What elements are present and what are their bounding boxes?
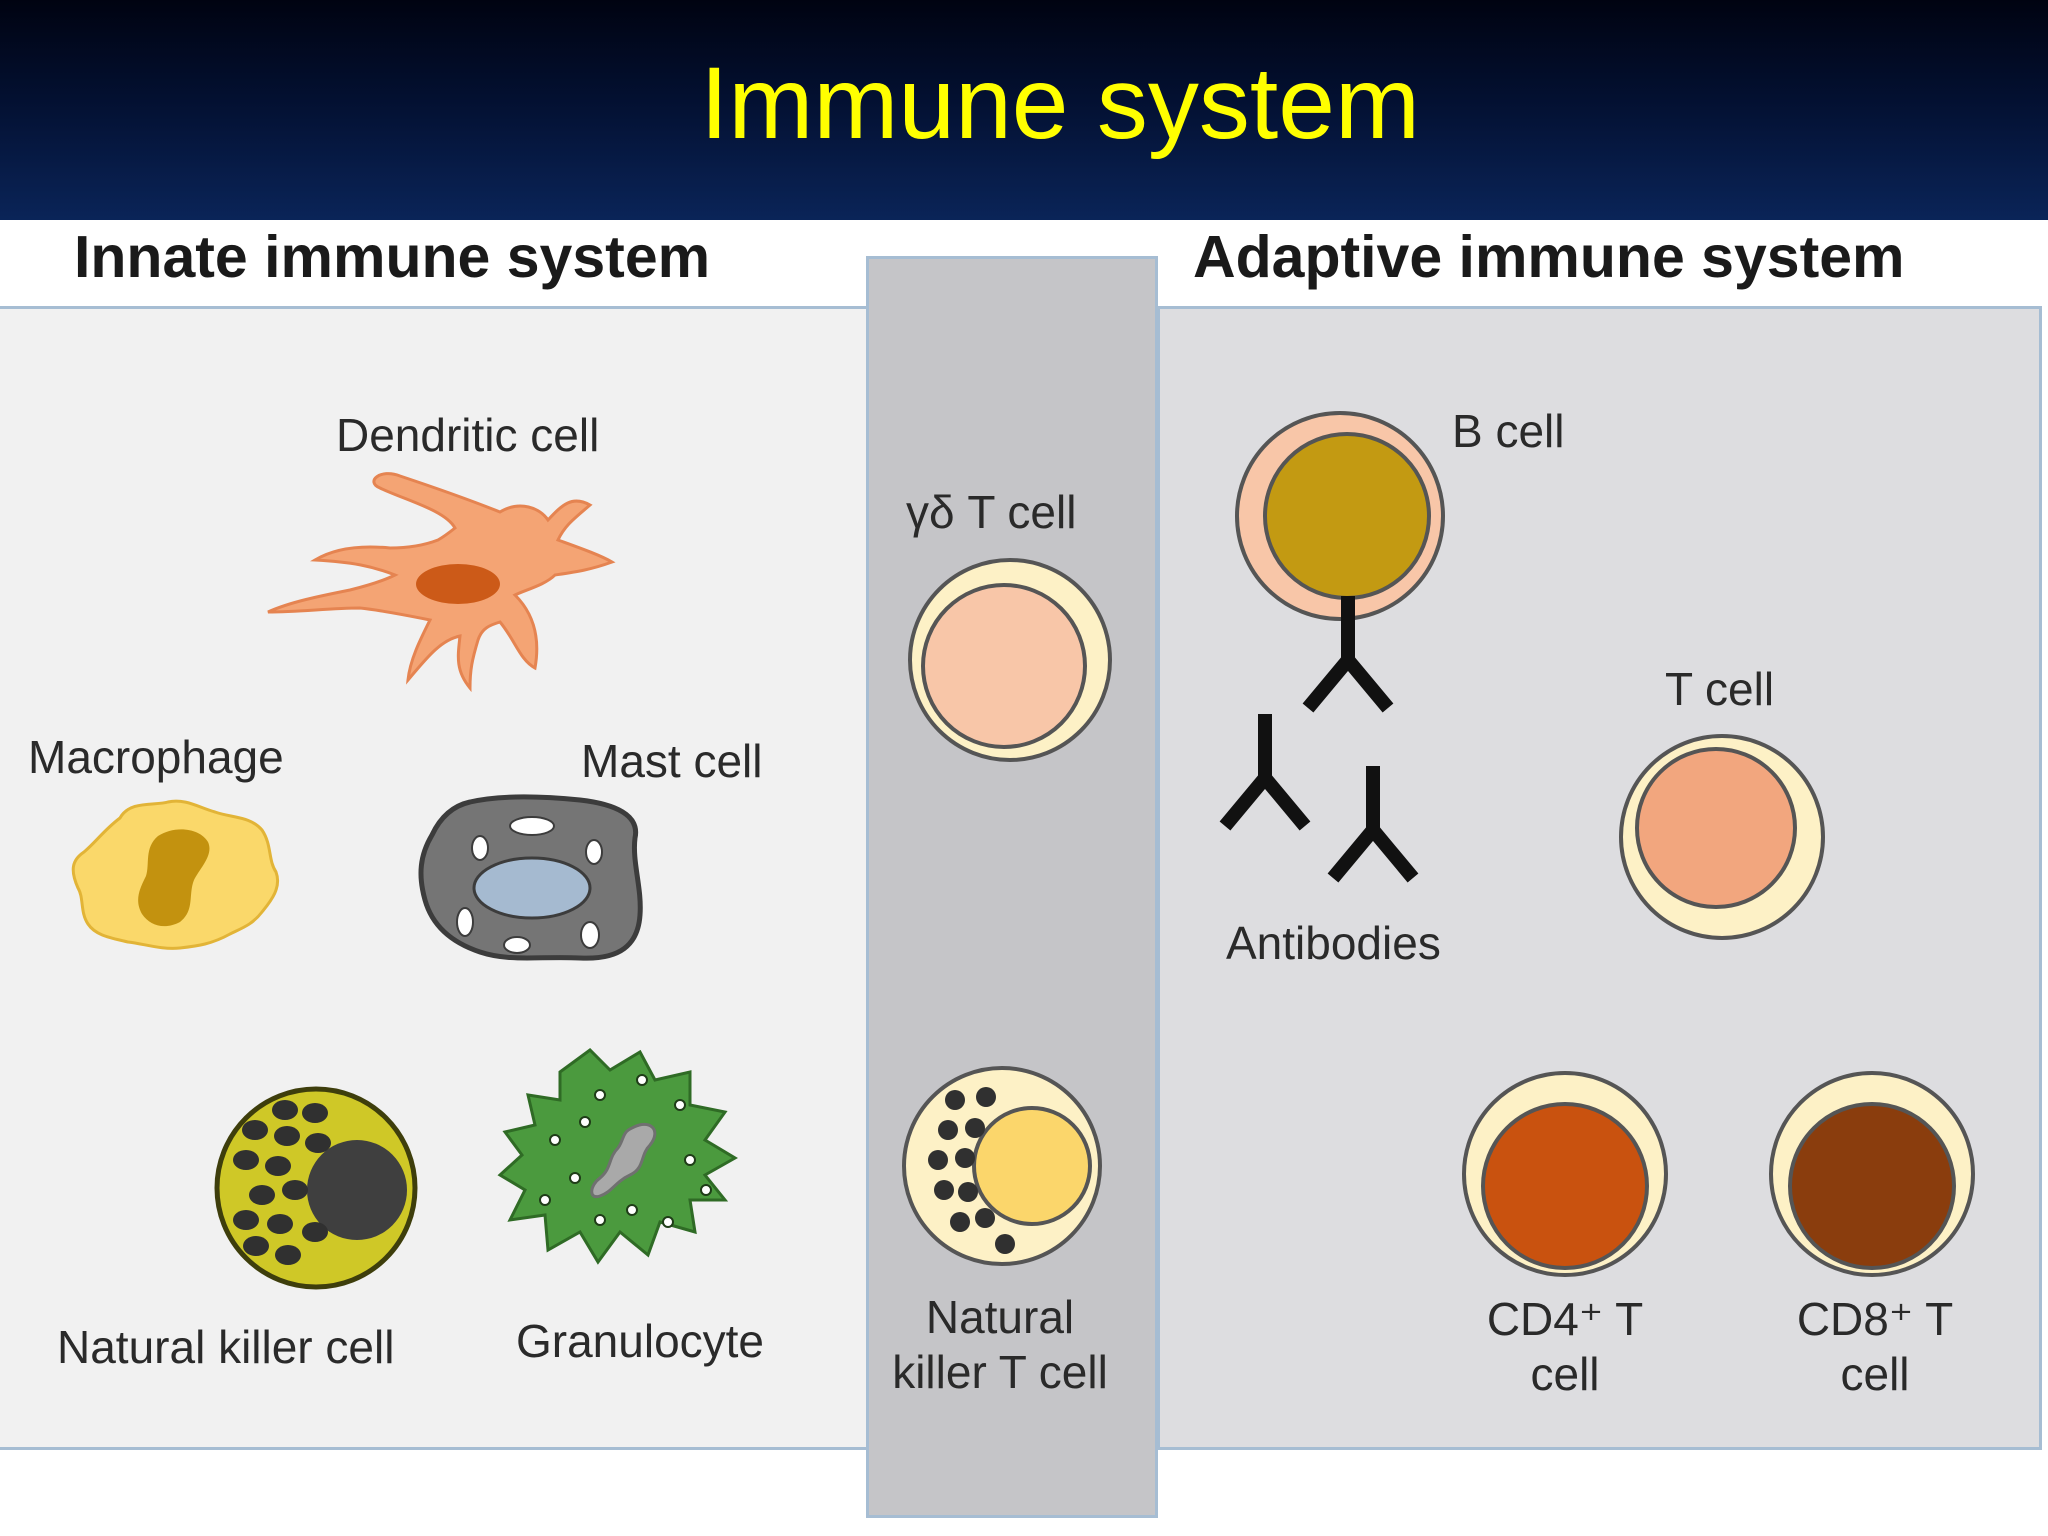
natural-killer-cell-icon xyxy=(214,1086,418,1290)
b-cell-label: B cell xyxy=(1452,405,1565,457)
cd8-t-cell-label: CD8⁺ T cell xyxy=(1770,1292,1980,1402)
t-cell-label: T cell xyxy=(1665,663,1775,715)
natural-killer-t-cell-label: Natural killer T cell xyxy=(870,1290,1130,1400)
t-cell-icon xyxy=(1619,734,1825,940)
cd4-t-cell-icon xyxy=(1462,1071,1668,1277)
dendritic-cell-label: Dendritic cell xyxy=(336,409,600,461)
gamma-delta-t-cell-icon xyxy=(908,558,1112,762)
slide-title: Immune system xyxy=(700,46,1420,160)
b-cell-icon xyxy=(1235,411,1445,621)
cd4-t-cell-label: CD4⁺ T cell xyxy=(1460,1292,1670,1402)
mast-cell-label: Mast cell xyxy=(581,735,763,787)
macrophage-icon xyxy=(71,799,279,950)
macrophage-label: Macrophage xyxy=(28,731,284,783)
title-bar: Immune system xyxy=(0,0,2048,220)
gamma-delta-t-cell-label: γδ T cell xyxy=(906,486,1077,538)
natural-killer-t-cell-label-line1: Natural xyxy=(925,1291,1075,1343)
cd8-t-cell-icon xyxy=(1769,1071,1975,1277)
mast-cell-icon xyxy=(418,794,643,961)
cd8-t-cell-label-line1: CD8⁺ T xyxy=(1796,1293,1954,1345)
granulocyte-label: Granulocyte xyxy=(516,1315,765,1367)
antibody-icon xyxy=(1219,596,1419,883)
granulocyte-icon xyxy=(497,1048,738,1265)
cd4-t-cell-label-line2: cell xyxy=(1530,1348,1600,1401)
natural-killer-t-cell-label-line2: killer T cell xyxy=(892,1346,1108,1399)
antibodies-label: Antibodies xyxy=(1226,917,1441,969)
natural-killer-cell-label: Natural killer cell xyxy=(57,1321,395,1373)
dendritic-cell-icon xyxy=(267,472,616,693)
adaptive-heading: Adaptive immune system xyxy=(1193,224,1905,290)
cd4-t-cell-label-line1: CD4⁺ T xyxy=(1486,1293,1644,1345)
cd8-t-cell-label-line2: cell xyxy=(1840,1348,1910,1401)
natural-killer-t-cell-icon xyxy=(902,1066,1102,1266)
innate-heading: Innate immune system xyxy=(74,224,711,290)
shared-cells-panel xyxy=(866,256,1158,1518)
